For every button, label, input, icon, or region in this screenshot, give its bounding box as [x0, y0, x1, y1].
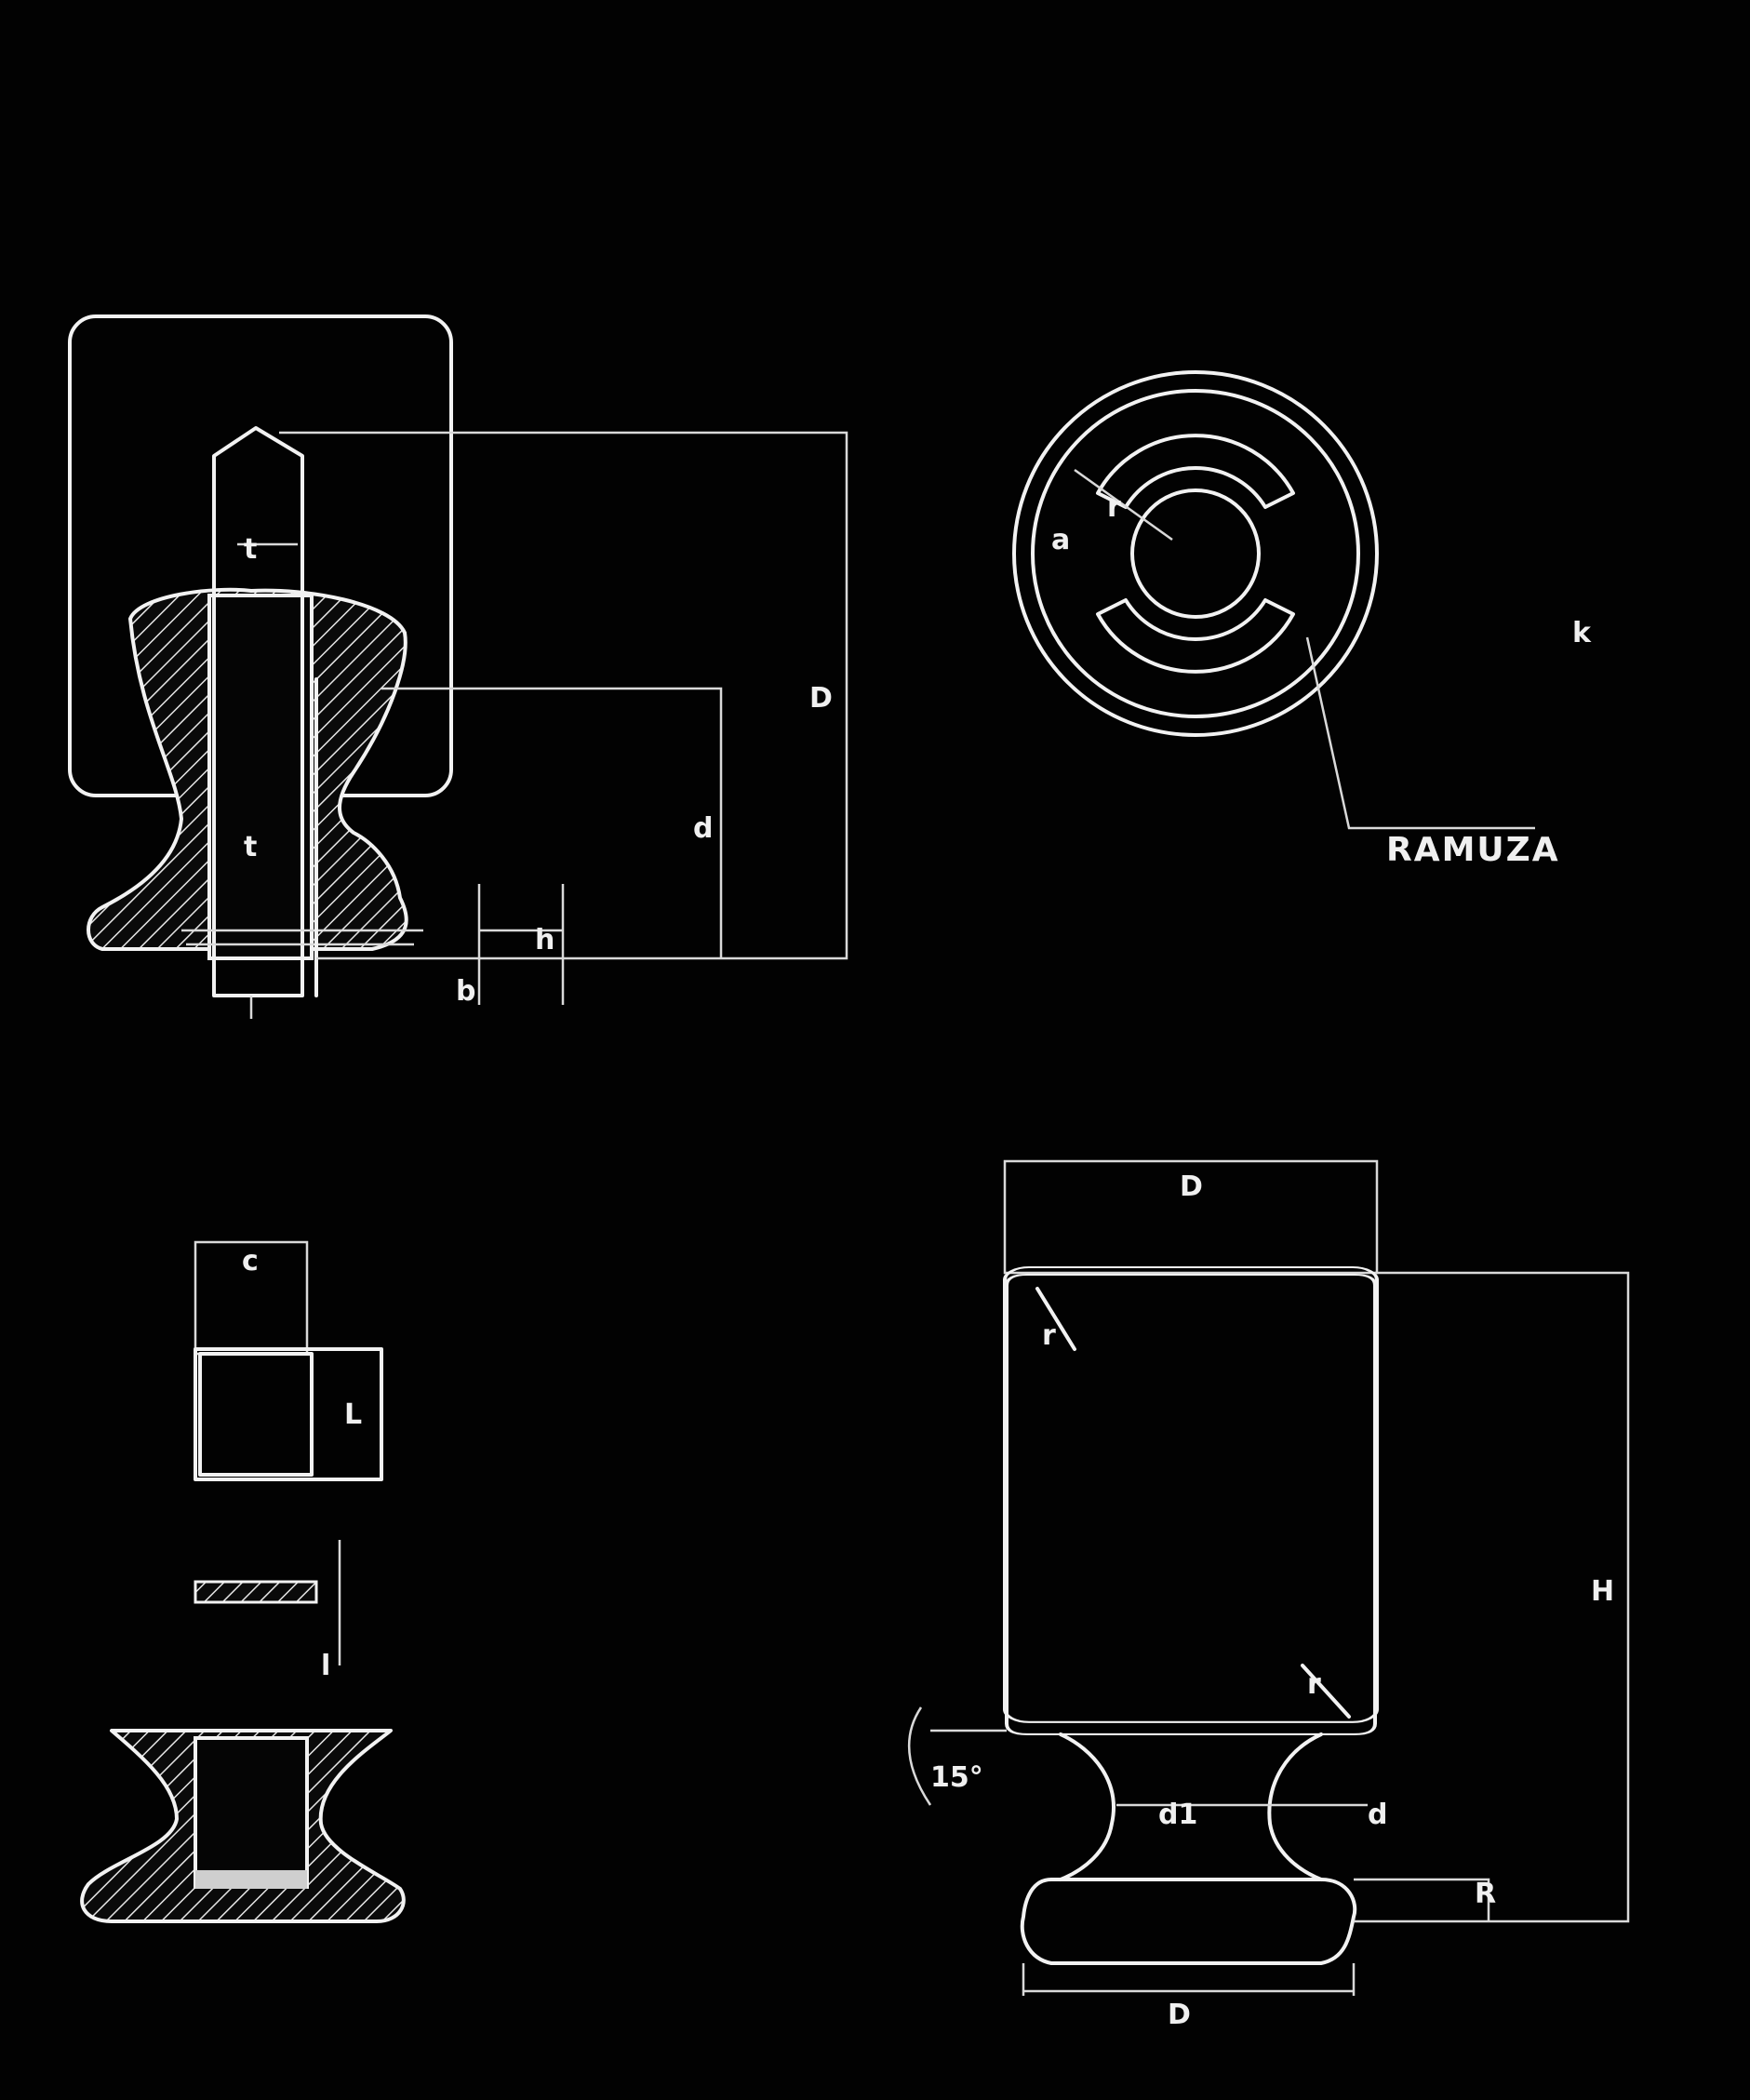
screw-shank	[212, 426, 304, 997]
label-h: h	[535, 924, 554, 956]
label-D-bottom: D	[1180, 1170, 1203, 1203]
label-a: a	[1051, 524, 1070, 556]
screw-detail	[194, 1580, 318, 1604]
front-view-body: r r H R d1 d D 15°	[907, 1271, 1630, 2031]
base-bore	[194, 1736, 309, 1889]
dim-line-D	[279, 431, 848, 960]
front-view: D	[1003, 1159, 1379, 1723]
label-t-top: t	[244, 533, 257, 566]
base-foot	[1020, 1878, 1357, 1965]
label-angle: 15°	[930, 1761, 983, 1794]
label-D-base: D	[1168, 1999, 1191, 2031]
label-k: k	[1572, 617, 1592, 649]
label-L: L	[344, 1398, 362, 1431]
rim-circle	[1031, 389, 1360, 718]
detail-parts: c L l	[80, 1240, 406, 1923]
cap-rounded-rect	[1005, 1273, 1377, 1736]
bore	[207, 594, 314, 960]
dim-line-d	[381, 687, 723, 958]
label-d: d	[693, 812, 713, 845]
label-l: l	[321, 1650, 330, 1682]
radius-leader	[1074, 468, 1173, 542]
label-r: r	[1107, 491, 1121, 524]
slot-upper	[1096, 434, 1295, 509]
label-d1: d1	[1158, 1799, 1197, 1831]
label-b: b	[456, 975, 475, 1008]
bore-circle	[1130, 488, 1261, 619]
part-leader	[1305, 636, 1535, 830]
knob-body-front	[1003, 1265, 1379, 1723]
width-dim-box	[1003, 1159, 1379, 1275]
insert-outline	[194, 1347, 383, 1481]
neck-left	[1059, 1732, 1115, 1881]
label-d-neck: d	[1368, 1799, 1387, 1831]
label-r-top: r	[1042, 1319, 1056, 1352]
label-r-bottom: r	[1307, 1668, 1321, 1701]
top-view: r a k RAMUZA	[1012, 370, 1592, 869]
label-c: c	[242, 1245, 259, 1277]
radius-line-bottom	[1301, 1664, 1351, 1719]
outer-circle	[1012, 370, 1379, 737]
base-plate	[195, 1870, 307, 1889]
label-D: D	[809, 682, 833, 715]
section-view-assembly: D d h b t t	[68, 314, 848, 1019]
part-name: RAMUZA	[1386, 831, 1560, 869]
angle-arc-15	[907, 1706, 932, 1806]
label-t-mid: t	[244, 831, 257, 863]
slot-lower	[1096, 598, 1295, 674]
label-R: R	[1475, 1878, 1496, 1910]
neck-right	[1267, 1732, 1323, 1881]
label-H: H	[1591, 1575, 1614, 1608]
radius-line-top	[1035, 1287, 1076, 1351]
dim-line-H	[1354, 1271, 1630, 1923]
insert-square	[198, 1352, 314, 1477]
dim-line-base	[1354, 1878, 1490, 1921]
